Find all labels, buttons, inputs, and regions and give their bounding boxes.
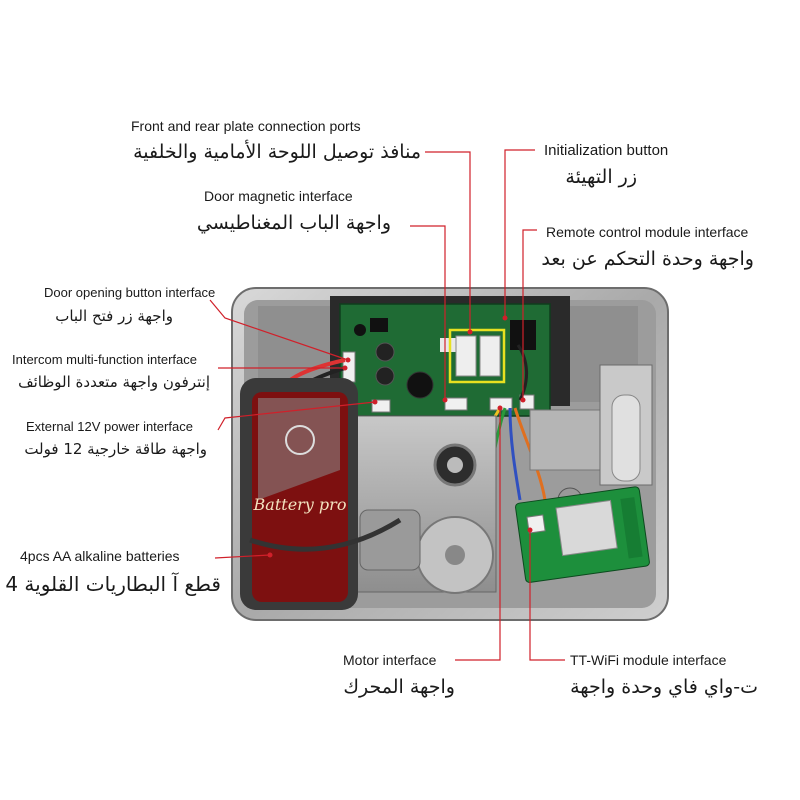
label-batteries-en: 4pcs AA alkaline batteries — [20, 548, 180, 564]
leader-wifi — [529, 530, 565, 661]
leader-door-magnetic — [410, 225, 446, 400]
label-12v-power-en: External 12V power interface — [26, 419, 193, 434]
leader-12v-power — [217, 401, 376, 431]
label-intercom-ar: إنترفون واجهة متعددة الوظائف — [18, 373, 210, 391]
label-motor-ar: واجهة المحرك — [343, 676, 455, 698]
label-door-magnetic-ar: واجهة الباب المغناطيسي — [196, 212, 391, 234]
leader-remote-control — [522, 229, 537, 400]
battery-print: Battery pro — [253, 495, 347, 514]
leader-door-opening — [209, 299, 349, 361]
highlight-box — [448, 328, 506, 384]
label-door-opening-ar: واجهة زر فتح الباب — [55, 307, 173, 325]
label-motor-en: Motor interface — [343, 652, 437, 668]
label-door-magnetic-en: Door magnetic interface — [204, 188, 353, 204]
leader-initialization — [504, 149, 535, 318]
label-remote-control-en: Remote control module interface — [546, 224, 749, 240]
label-intercom-en: Intercom multi-function interface — [12, 352, 197, 367]
label-front-rear-plate-en: Front and rear plate connection ports — [131, 118, 361, 134]
label-initialization-ar: زر التهيئة — [565, 166, 637, 188]
leader-batteries — [214, 554, 271, 559]
label-wifi-en: TT-WiFi module interface — [570, 652, 727, 668]
label-remote-control-ar: واجهة وحدة التحكم عن بعد — [541, 248, 754, 270]
wifi-module — [515, 486, 650, 583]
label-door-opening-en: Door opening button interface — [44, 285, 216, 300]
label-batteries-ar: قطع آ البطاريات القلوية 4 — [5, 572, 221, 596]
label-12v-power-ar: واجهة طاقة خارجية 12 فولت — [24, 440, 207, 458]
leader-front-rear-plate — [425, 151, 471, 332]
buzzer — [406, 371, 434, 399]
label-front-rear-plate-ar: منافذ توصيل اللوحة الأمامية والخلفية — [133, 141, 421, 163]
leader-motor — [455, 408, 501, 661]
label-initialization-en: Initialization button — [544, 142, 669, 159]
label-wifi-ar: ت-واي فاي وحدة واجهة — [570, 676, 758, 698]
